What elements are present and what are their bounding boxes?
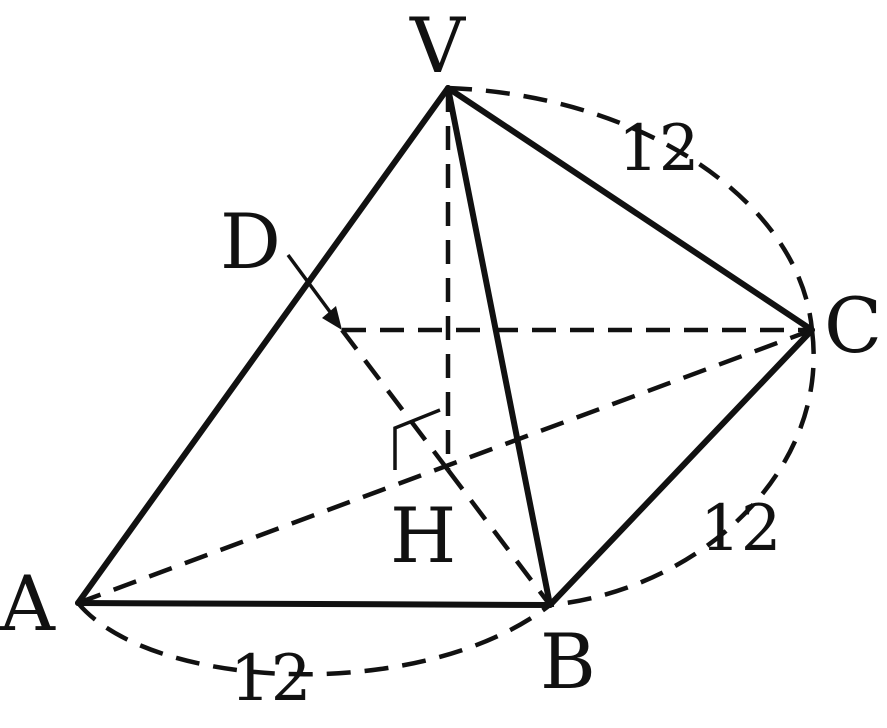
arc-cb <box>549 329 816 608</box>
label-d: D <box>220 197 281 286</box>
label-h: H <box>390 491 456 580</box>
label-c: C <box>824 281 882 370</box>
segment-hb <box>446 468 552 607</box>
pointer-d <box>286 253 338 322</box>
segment-dh <box>340 328 450 472</box>
length-bc: 12 <box>700 492 781 566</box>
arc-vc <box>447 85 815 331</box>
label-a: A <box>0 559 56 648</box>
edge-vb <box>445 85 553 608</box>
length-ab: 12 <box>230 642 311 716</box>
edge-va <box>75 85 451 606</box>
edge-bc <box>547 327 815 608</box>
right-angle-marker <box>393 408 441 470</box>
arc-ab <box>76 601 552 677</box>
label-v: V <box>409 1 466 90</box>
label-b: B <box>540 617 596 706</box>
arrowhead-d <box>322 306 342 330</box>
edge-ab <box>75 600 553 608</box>
length-vc: 12 <box>618 112 699 186</box>
edge-vc <box>445 85 815 333</box>
